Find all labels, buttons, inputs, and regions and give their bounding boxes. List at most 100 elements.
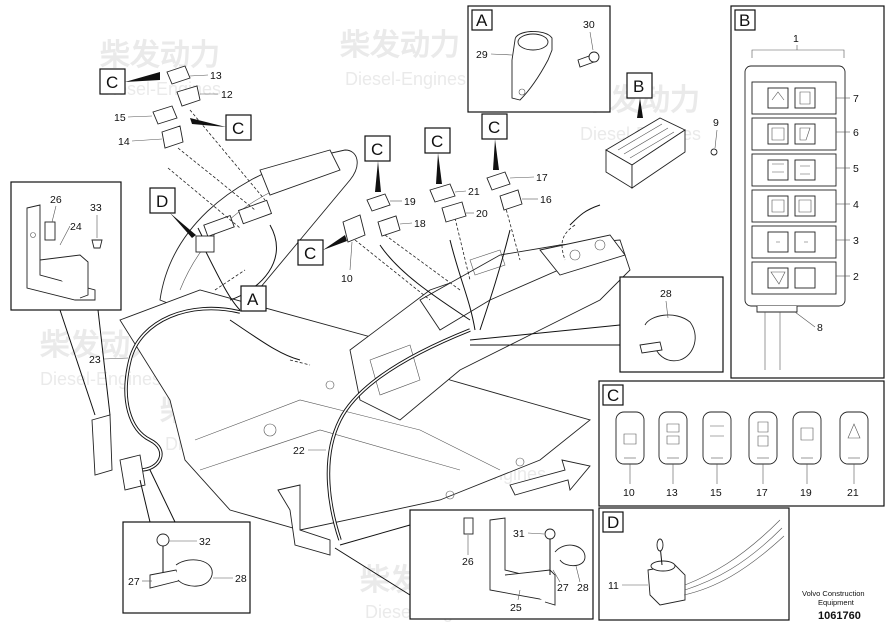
callout-12: 12 [221,89,233,101]
detail-d-frame [598,507,790,621]
switch-cap-13 [166,65,191,85]
callout-29: 29 [476,49,488,61]
wire-display-dash [561,224,576,261]
floor-hole [263,423,277,437]
bracket-24 [26,204,96,301]
callout-22: 22 [293,445,305,457]
display-cable-8 [756,306,798,313]
detail-b-letter-box [734,9,756,31]
callout-tag-b [626,72,653,99]
rocker-switch-13 [658,411,688,465]
callout-26: 26 [50,194,62,206]
display-indicator-icon [767,123,789,145]
watermark-sub: Diesel-Engines [40,369,161,389]
floor-line [194,399,501,471]
callout-9: 9 [713,117,719,129]
callout-tag-c [424,127,451,154]
console-knob [594,239,606,251]
callout-2: 2 [853,271,859,283]
detail-leaders [59,309,621,596]
display-indicator-icon [767,87,789,109]
callout-33: 33 [90,202,102,214]
harness-23-end [139,438,163,472]
detail-a-letter: A [476,11,488,30]
callout-3: 3 [853,235,859,247]
callout-tag-c-label: C [106,73,118,92]
switch-body-16 [499,189,523,211]
callout-21: 21 [847,487,859,499]
clamp-28 [554,544,586,567]
footer-dept: Equipment [818,598,855,607]
switch-symbol-icon [623,433,637,445]
callout-tag-c [364,135,391,162]
display-indicator-icon [767,159,789,181]
console-knob [569,249,581,261]
callout-6: 6 [853,127,859,139]
callout-24: 24 [70,221,82,233]
drawing-footer: Volvo Construction Equipment 1061760 [802,589,865,622]
wire-harness [124,204,601,541]
detail-b-letter: B [739,11,750,30]
switch-10 [342,214,366,243]
callout-10: 10 [341,273,353,285]
display-indicator-icon [794,267,816,289]
display-indicator-icon [794,123,816,145]
callout-tag-b-label: B [633,77,644,96]
switch-cap-15 [152,105,178,125]
display-indicator-icon [767,267,789,289]
callout-21: 21 [468,186,480,198]
connector-26 [463,517,474,535]
detail-box-clamp-28: 32 27 28 [122,521,251,614]
callout-tags: C C D A C C C C B [99,68,653,312]
callout-28: 28 [660,288,672,300]
callout-tag-c-label: C [488,118,500,137]
dashed-leaders [167,109,521,301]
switch-symbol-icon [800,427,814,441]
callout-5: 5 [853,163,859,175]
floor-plate [119,289,591,531]
callout-27: 27 [557,582,569,594]
callout-tag-c-label: C [371,140,383,159]
floor-hole [445,490,455,500]
detail-box-clip-28: 28 [619,276,724,373]
callout-tag-a [240,285,267,312]
switch-body-20 [441,201,467,223]
wire-display [569,204,601,226]
callout-26: 26 [462,556,474,568]
display-indicator-icon [794,159,816,181]
floor-hole [515,457,525,467]
floor-line [199,429,461,471]
bracket-22 [277,484,331,556]
callout-17: 17 [756,487,768,499]
callout-15: 15 [114,112,126,124]
watermark-sub: Diesel-Engines [345,69,466,89]
screw-31 [544,528,556,540]
bracket-23 [91,414,113,476]
callout-tag-a-label: A [247,290,259,309]
detail-box-bracket-25: 31 26 25 27 28 [409,509,594,620]
wire-segment [379,244,471,321]
floor-hole [325,380,335,390]
switch-symbol-icon [666,423,680,445]
wire-segment [229,224,277,301]
detail-d-letter: D [607,513,619,532]
detail-box-a: A 30 29 [467,5,611,113]
footer-company: Volvo Construction [802,589,865,598]
callout-32: 32 [199,536,211,548]
callout-tag-d [149,187,176,214]
console-switch-slot [469,249,506,276]
callout-31: 31 [513,528,525,540]
detail-a-letter-box [471,9,493,31]
callout-tag-c [481,113,508,140]
rocker-switch-17 [748,411,778,465]
bracket-23-foot [119,454,146,491]
rocker-switch-19 [792,411,822,465]
callout-19: 19 [404,196,416,208]
detail-box-b: B 1 7 [730,5,885,379]
wire-segment [204,249,241,311]
detail-c-letter-box [602,384,624,406]
callout-20: 20 [476,208,488,220]
switch-symbol-icon [757,421,769,447]
callout-tag-c [225,114,252,141]
